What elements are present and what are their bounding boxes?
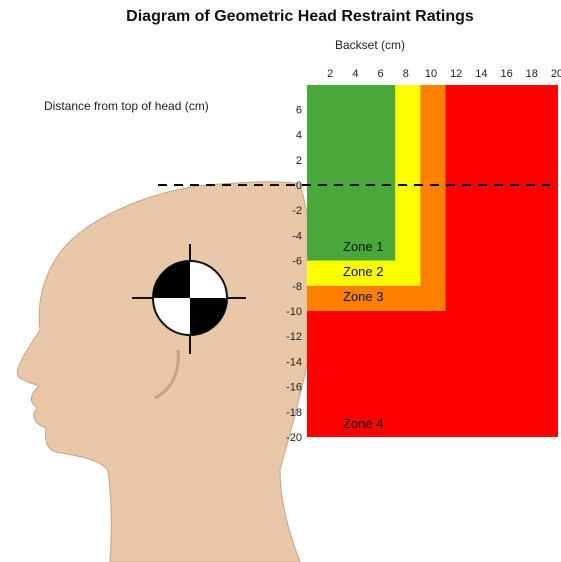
x-tick-label: 4 [352, 68, 358, 80]
zone-1-label: Zone 1 [343, 239, 383, 254]
y-axis-label: Distance from top of head (cm) [44, 99, 209, 113]
y-tick-label: -4 [292, 230, 302, 242]
zone-1-rect [307, 85, 396, 261]
x-tick-label: 6 [378, 68, 384, 80]
y-tick-label: -16 [286, 382, 302, 394]
y-tick-label: 0 [296, 180, 302, 192]
x-tick-label: 18 [526, 68, 538, 80]
x-tick-label: 10 [425, 68, 437, 80]
y-tick-label: -10 [286, 306, 302, 318]
y-tick-label: -8 [292, 281, 302, 293]
x-tick-label: 20 [551, 68, 561, 80]
y-tick-label: 4 [296, 130, 302, 142]
zone-2-label: Zone 2 [343, 264, 383, 279]
y-tick-label: 2 [296, 155, 302, 167]
x-axis-ticks: 2 4 6 8 10 12 14 16 18 20 [327, 68, 561, 80]
y-tick-label: -12 [286, 331, 302, 343]
x-tick-label: 14 [475, 68, 487, 80]
x-axis-label: Backset (cm) [334, 38, 405, 52]
x-tick-label: 2 [327, 68, 333, 80]
zone-labels: Zone 1 Zone 2 Zone 3 Zone 4 [343, 239, 383, 431]
x-tick-label: 12 [450, 68, 462, 80]
zone-3-label: Zone 3 [343, 289, 383, 304]
zone-4-label: Zone 4 [343, 416, 383, 431]
y-tick-label: -2 [292, 205, 302, 217]
y-tick-label: -14 [286, 356, 302, 368]
zone-rects [307, 85, 558, 437]
y-tick-label: -6 [292, 256, 302, 268]
x-tick-label: 8 [403, 68, 409, 80]
x-tick-label: 16 [500, 68, 512, 80]
y-tick-label: -18 [286, 407, 302, 419]
y-axis-ticks: 6 4 2 0 -2 -4 -6 -8 -10 -12 -14 -16 -18 -20 [286, 104, 302, 444]
head-silhouette-icon [16, 181, 316, 562]
y-tick-label: 6 [296, 104, 302, 116]
center-of-gravity-target-icon [132, 244, 246, 354]
diagram-title: Diagram of Geometric Head Restraint Rati… [126, 8, 474, 25]
y-tick-label: -20 [286, 432, 302, 444]
